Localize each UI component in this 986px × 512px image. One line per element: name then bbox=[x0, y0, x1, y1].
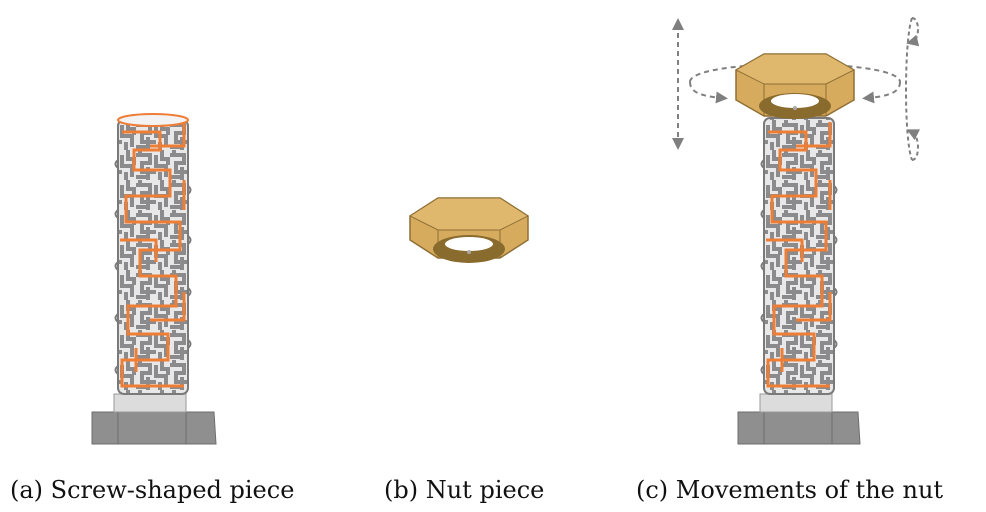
screw-head-c bbox=[737, 393, 861, 445]
nut-piece-c bbox=[734, 53, 856, 119]
tilt-arrow-line bbox=[905, 17, 913, 161]
screw-shaft-c bbox=[760, 117, 838, 395]
rotation-arrow-right bbox=[862, 81, 901, 104]
screw-shaft bbox=[114, 113, 192, 395]
tilt-arrow-top bbox=[906, 17, 920, 47]
screw-piece-c bbox=[737, 117, 861, 445]
rotation-arrow-left bbox=[689, 81, 728, 104]
caption-b: (b) Nut piece bbox=[384, 476, 545, 504]
screw-piece-a bbox=[91, 113, 217, 445]
tilt-arrow-bottom bbox=[906, 129, 921, 161]
caption-c: (c) Movements of the nut bbox=[636, 476, 944, 504]
screw-head bbox=[91, 393, 217, 445]
caption-a: (a) Screw-shaped piece bbox=[10, 476, 295, 504]
nut-piece-b bbox=[408, 197, 530, 263]
